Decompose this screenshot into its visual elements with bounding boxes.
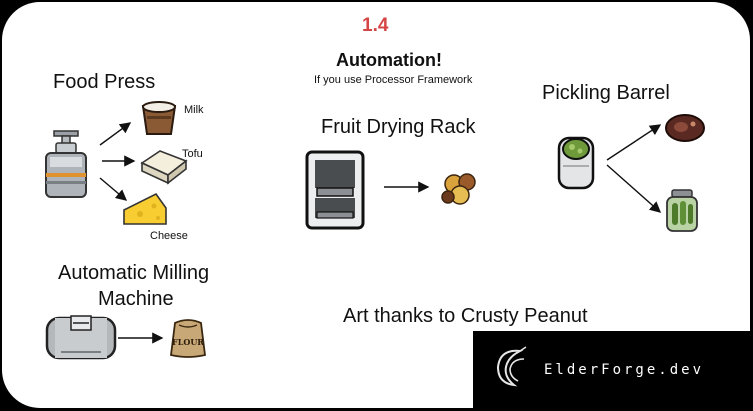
tofu-icon — [140, 150, 188, 185]
meat-icon — [665, 114, 705, 142]
pickling-barrel-icon — [557, 136, 595, 190]
food-press-icon — [45, 130, 87, 198]
milling-machine-title-line1: Automatic Milling — [58, 262, 210, 284]
milk-label: Milk — [184, 104, 204, 116]
food-press-title: Food Press — [53, 71, 156, 93]
dried-fruit-icon — [441, 173, 476, 205]
watermark-text: ElderForge.dev — [544, 362, 705, 378]
arrow-press-to-cheese — [99, 177, 128, 201]
milk-icon — [141, 101, 177, 135]
automation-title: Automation! — [336, 50, 442, 70]
cheese-icon — [123, 192, 167, 225]
credits-text: Art thanks to Crusty Peanut — [343, 305, 588, 327]
automation-subtitle: If you use Processor Framework — [314, 74, 473, 86]
flour-sack-icon: FLOUR — [170, 319, 206, 358]
arrow-barrel-to-jar — [606, 164, 662, 213]
pickle-jar-icon — [666, 189, 698, 232]
milling-machine-title-line2: Machine — [98, 288, 174, 310]
arrow-press-to-milk — [99, 122, 132, 146]
cheese-label: Cheese — [150, 230, 188, 242]
fruit-drying-rack-title: Fruit Drying Rack — [321, 116, 476, 138]
arrow-barrel-to-meat — [606, 124, 662, 161]
tofu-label: Tofu — [182, 148, 203, 160]
flour-label: FLOUR — [172, 337, 204, 347]
version-label: 1.4 — [362, 15, 389, 36]
milling-machine-icon — [45, 315, 117, 360]
drying-rack-icon — [305, 150, 365, 230]
elderforge-logo-icon — [496, 346, 527, 387]
watermark-panel — [473, 331, 753, 411]
pickling-barrel-title: Pickling Barrel — [542, 82, 670, 104]
